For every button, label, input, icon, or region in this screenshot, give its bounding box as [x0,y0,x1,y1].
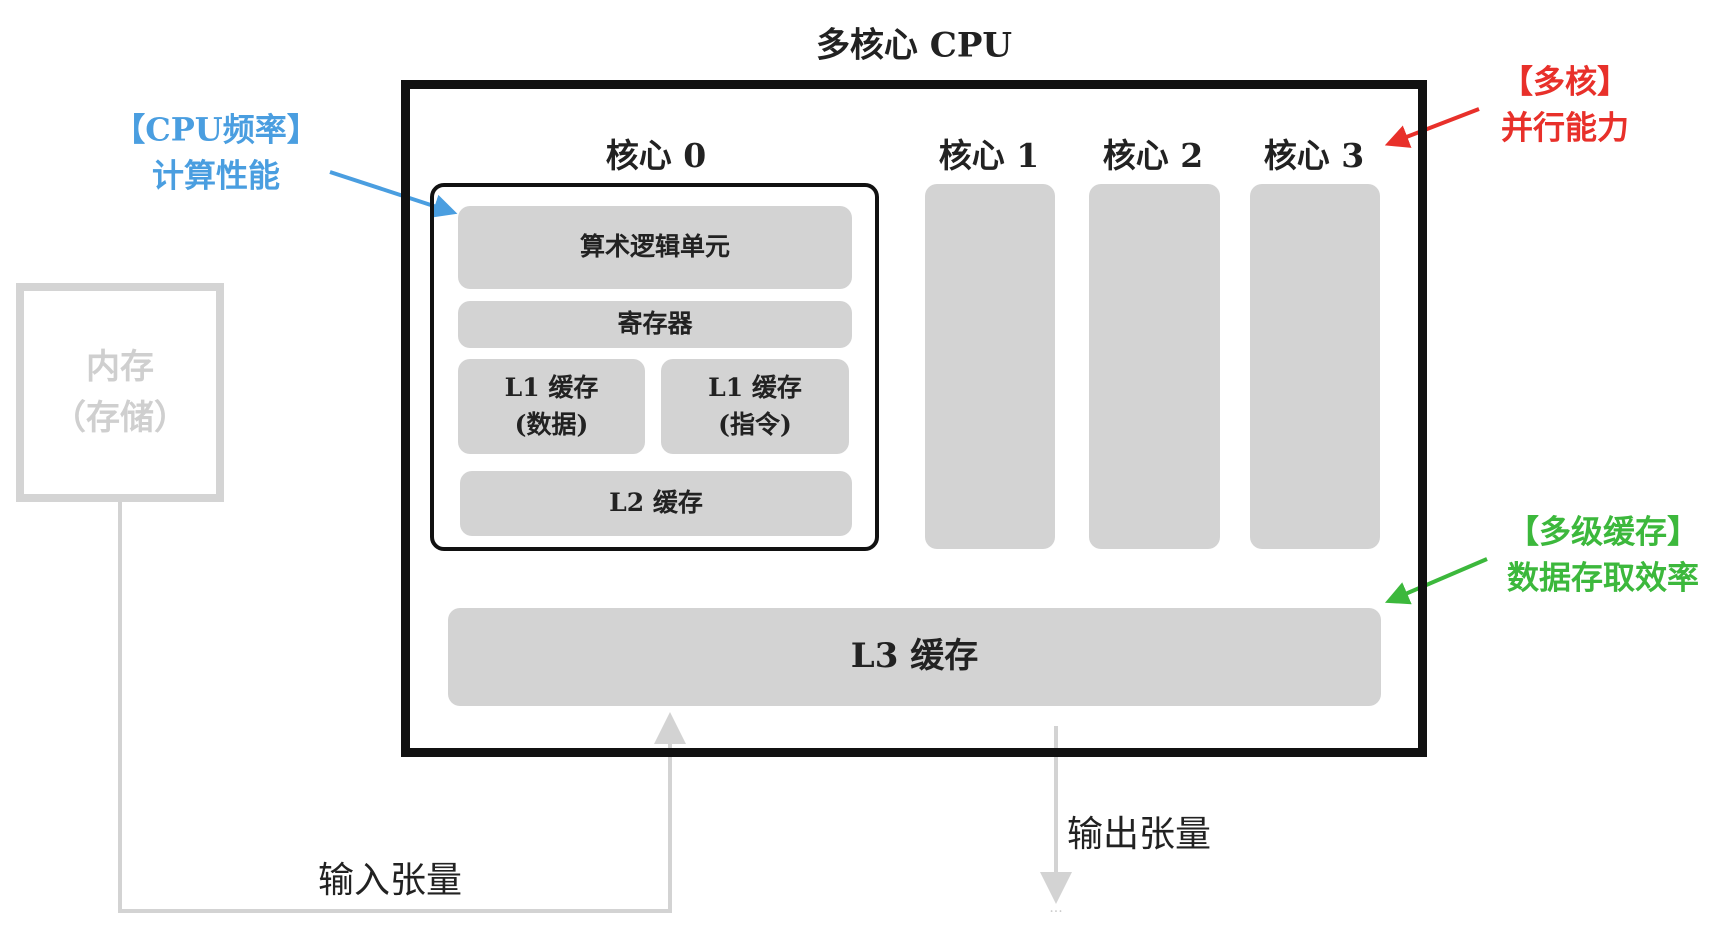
cache-title: 【多级缓存】 [1506,512,1700,551]
l1-data-cache-block: L1 缓存 (数据) [458,359,645,454]
diagram-title: 多核心 CPU [815,25,1013,66]
cache-arrow [1384,557,1488,605]
core-3-label: 核心 3 [1263,136,1365,175]
frequency-title: 【CPU频率】 [113,110,319,149]
alu-block: 算术逻辑单元 [458,206,852,289]
cache-desc: 数据存取效率 [1506,559,1700,597]
core-1-label: 核心 1 [938,136,1040,175]
l1-data-line1: L1 缓存 [504,373,599,403]
multicore-desc: 并行能力 [1500,109,1630,147]
core-1-block [925,184,1055,549]
multicore-annotation: 【多核】 并行能力 [1501,59,1629,152]
cpu-box [401,80,1427,757]
l2-cache-block: L2 缓存 [460,471,852,536]
input-tensor-label: 输入张量 [317,860,463,901]
memory-sublabel: （存储） [52,397,188,438]
output-ellipsis: ... [1049,900,1063,916]
multicore-arrow [1384,107,1480,148]
output-tensor-label: 输出张量 [1067,814,1212,855]
l1-data-line2: (数据) [514,409,589,439]
l3-cache-block: L3 缓存 [448,608,1381,706]
l1-instruction-cache-block: L1 缓存 (指令) [661,359,849,454]
cache-annotation: 【多级缓存】 数据存取效率 [1507,509,1699,602]
frequency-arrow [329,170,458,218]
core-0-label: 核心 0 [605,136,707,175]
core-3-block [1250,184,1380,549]
core-0-box [430,183,879,551]
memory-box: 内存 （存储） [16,283,224,502]
multicore-title: 【多核】 [1500,62,1630,101]
frequency-desc: 计算性能 [151,157,281,195]
memory-label: 内存 [86,346,154,387]
core-2-block [1089,184,1220,549]
input-path-arrow [118,502,686,913]
core-2-label: 核心 2 [1102,136,1204,175]
register-block: 寄存器 [458,301,852,348]
l1-inst-line2: (指令) [718,409,792,439]
l1-inst-line1: L1 缓存 [708,373,802,403]
frequency-annotation: 【CPU频率】 计算性能 [113,107,318,200]
